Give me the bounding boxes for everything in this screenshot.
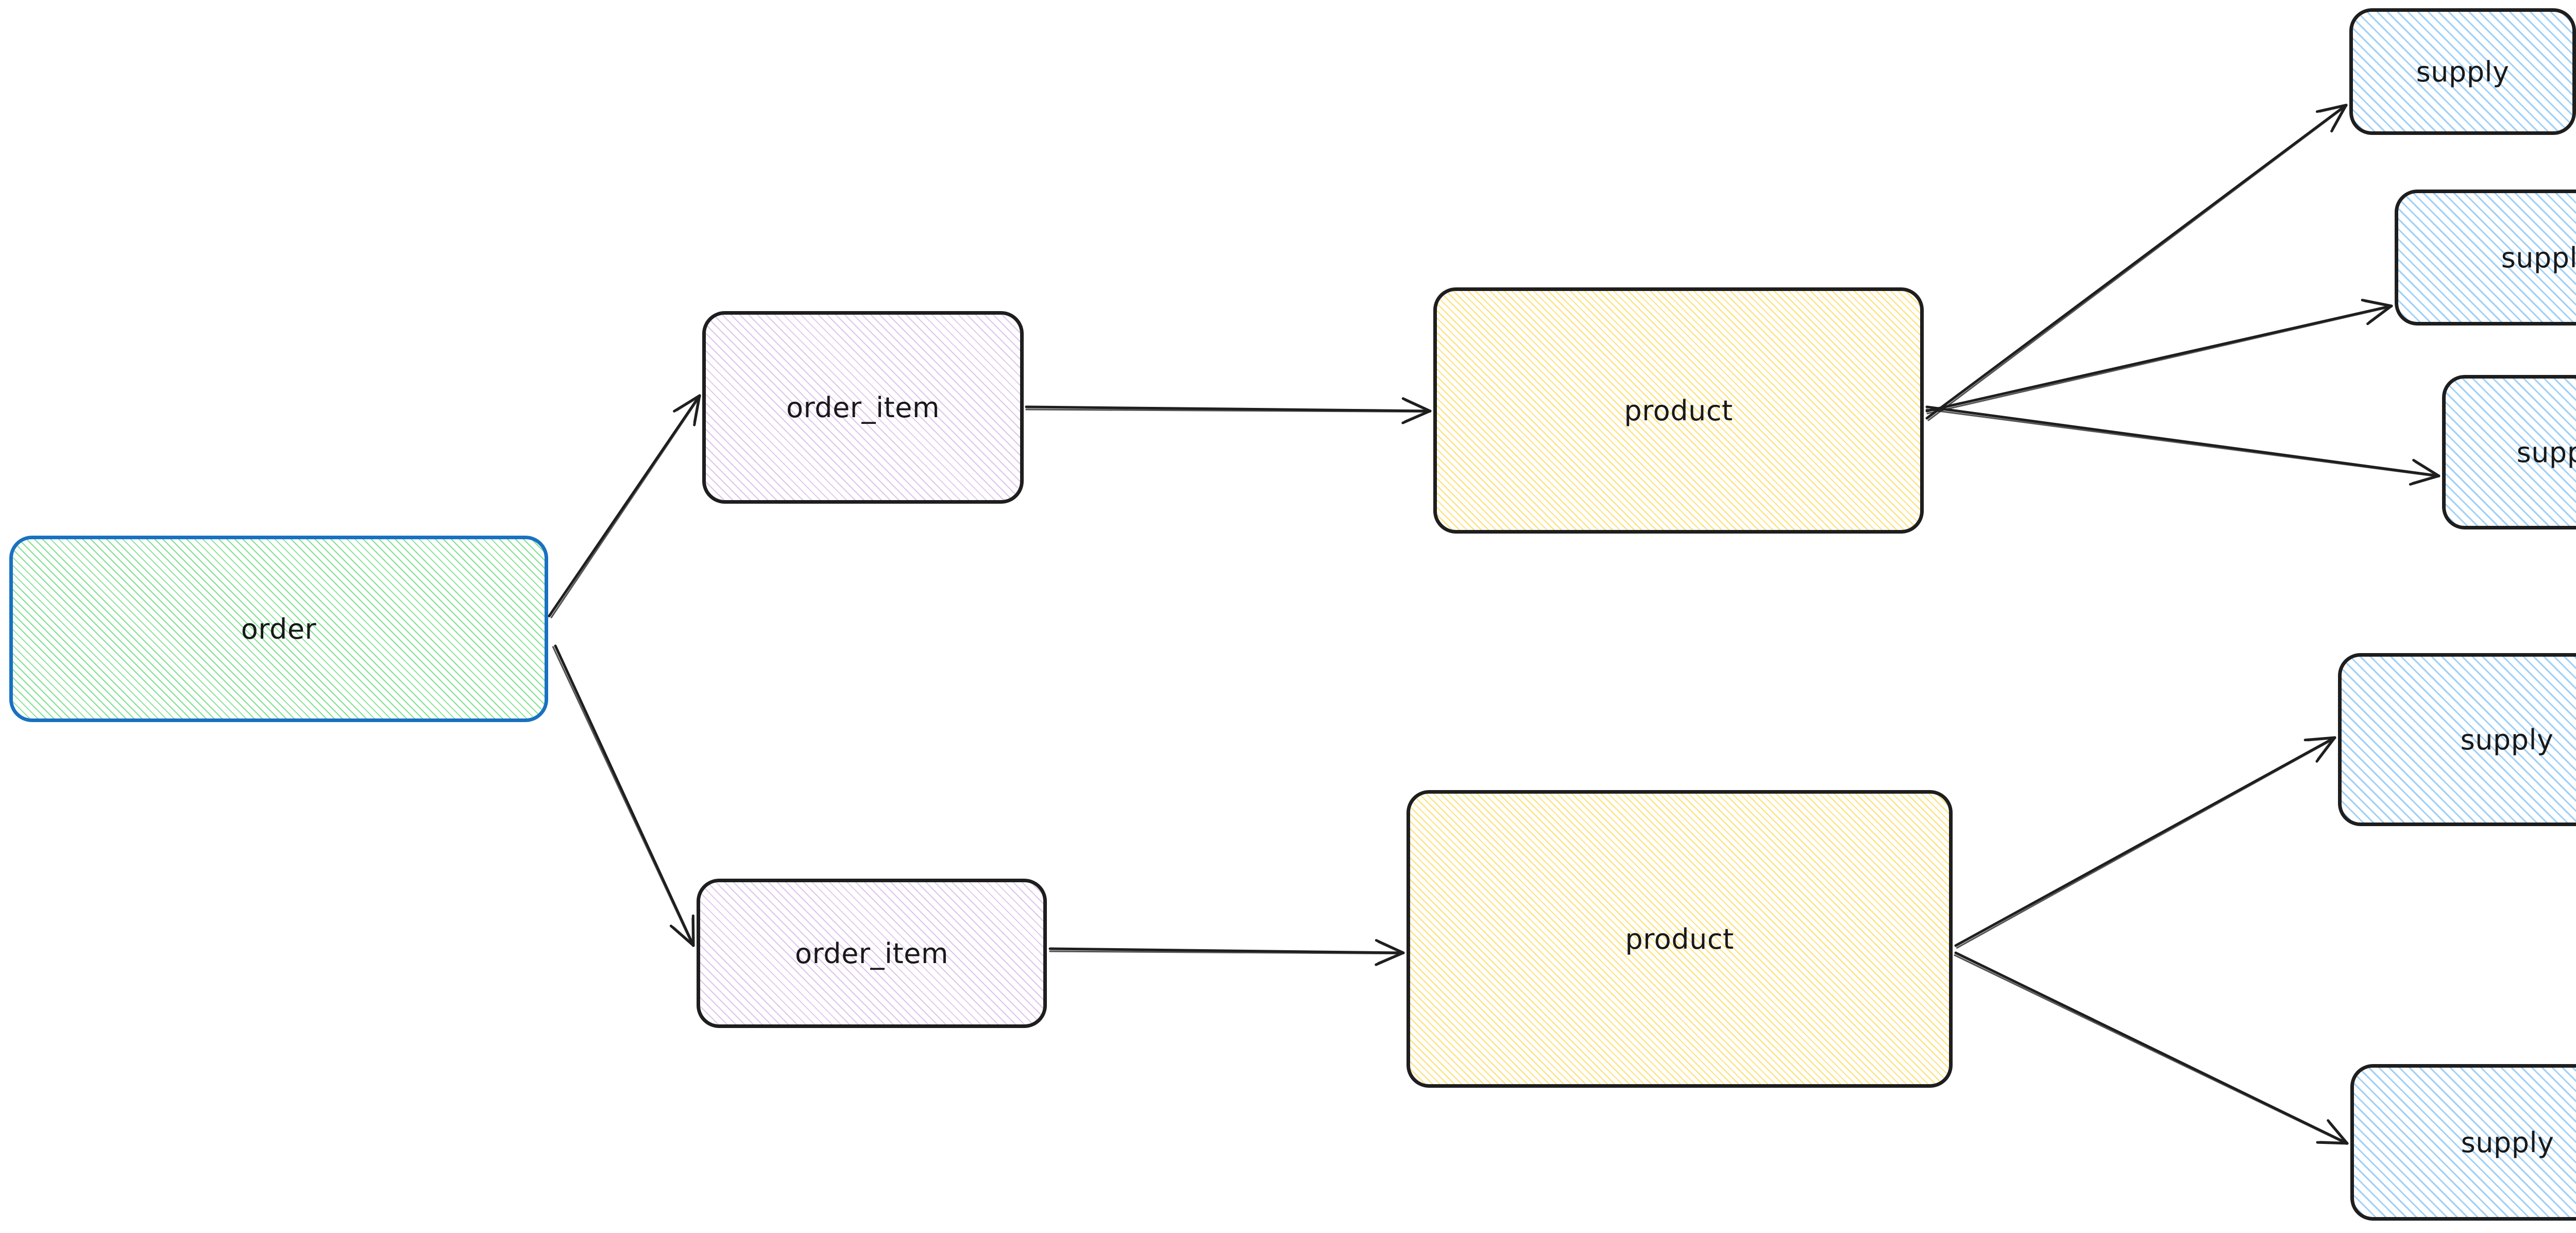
node-supply-4[interactable]: supply bbox=[2338, 653, 2576, 826]
node-supply-1[interactable]: supply bbox=[2349, 8, 2576, 135]
edge-order_item_bottom-to-product_bottom bbox=[1048, 939, 1405, 966]
node-supply-5[interactable]: supply bbox=[2350, 1064, 2576, 1221]
edge-product_bottom-to-supply_4 bbox=[1954, 736, 2336, 949]
node-supply-3[interactable]: supply bbox=[2442, 375, 2576, 529]
node-order[interactable]: order bbox=[9, 536, 548, 722]
node-product-bottom[interactable]: product bbox=[1406, 790, 1953, 1088]
node-label-supply-4: supply bbox=[2460, 723, 2554, 756]
edge-product_top-to-supply_1 bbox=[1925, 104, 2348, 421]
node-supply-2[interactable]: supply bbox=[2395, 190, 2576, 326]
node-label-product-top: product bbox=[1624, 394, 1733, 427]
node-order-item-bottom[interactable]: order_item bbox=[697, 879, 1047, 1028]
node-label-order-item-bottom: order_item bbox=[795, 937, 948, 970]
node-label-order: order bbox=[241, 612, 317, 645]
node-order-item-top[interactable]: order_item bbox=[702, 311, 1024, 504]
edge-order-to-order_item_bottom bbox=[552, 644, 695, 947]
node-label-supply-2: supply bbox=[2501, 241, 2576, 274]
edge-product_bottom-to-supply_5 bbox=[1954, 951, 2349, 1145]
node-label-supply-1: supply bbox=[2416, 55, 2510, 88]
edge-order_item_top-to-product_top bbox=[1025, 397, 1432, 424]
edge-order-to-order_item_top bbox=[548, 394, 701, 619]
node-label-supply-5: supply bbox=[2461, 1126, 2554, 1159]
node-product-top[interactable]: product bbox=[1433, 287, 1924, 534]
node-label-product-bottom: product bbox=[1625, 922, 1734, 955]
edge-product_top-to-supply_3 bbox=[1925, 405, 2441, 486]
edge-product_top-to-supply_2 bbox=[1925, 299, 2393, 415]
node-label-order-item-top: order_item bbox=[786, 391, 940, 424]
node-label-supply-3: supply bbox=[2516, 436, 2576, 469]
